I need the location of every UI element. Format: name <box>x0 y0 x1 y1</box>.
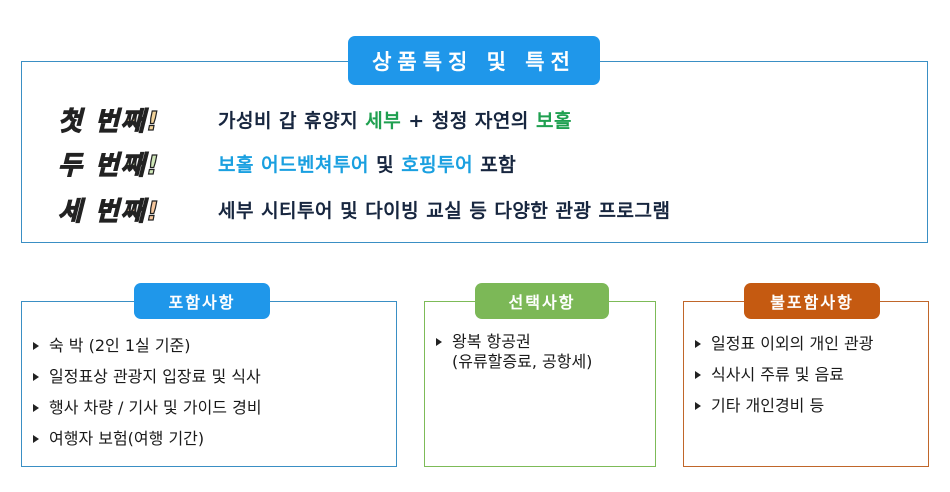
list-item: 왕복 항공권(유류할증료, 공항세) <box>436 326 592 373</box>
feature-text-3: 세부 시티투어 및 다이빙 교실 등 다양한 관광 프로그램 <box>218 199 671 222</box>
list-item: 기타 개인경비 등 <box>695 390 873 421</box>
feature-text-1: 가성비 갑 휴양지 세부 + 청정 자연의 보홀 <box>218 109 572 132</box>
list-item: 여행자 보험(여행 기간) <box>33 423 262 454</box>
optional-list: 왕복 항공권(유류할증료, 공항세) <box>436 326 592 373</box>
list-item: 일정표 이외의 개인 관광 <box>695 328 873 359</box>
feature-row-1: 첫 번째! 가성비 갑 휴양지 세부 + 청정 자연의 보홀 <box>57 99 572 139</box>
features-title-badge: 상품특징 및 특전 <box>348 36 600 85</box>
arrow-bullet-icon <box>695 402 701 410</box>
included-title-badge: 포함사항 <box>134 283 270 319</box>
feature-text-2: 보홀 어드벤쳐투어 및 호핑투어 포함 <box>218 153 517 176</box>
excluded-title-badge: 불포함사항 <box>744 283 880 319</box>
included-list: 숙 박 (2인 1실 기준) 일정표상 관광지 입장료 및 식사 행사 차량 /… <box>33 330 262 454</box>
arrow-bullet-icon <box>695 340 701 348</box>
arrow-bullet-icon <box>33 342 39 350</box>
optional-title-badge: 선택사항 <box>475 283 609 319</box>
feature-ordinal-2: 두 번째! <box>57 150 161 181</box>
list-item: 숙 박 (2인 1실 기준) <box>33 330 262 361</box>
arrow-bullet-icon <box>436 338 442 346</box>
list-item: 식사시 주류 및 음료 <box>695 359 873 390</box>
arrow-bullet-icon <box>33 435 39 443</box>
excluded-list: 일정표 이외의 개인 관광 식사시 주류 및 음료 기타 개인경비 등 <box>695 328 873 421</box>
feature-row-3: 세 번째! 세부 시티투어 및 다이빙 교실 등 다양한 관광 프로그램 <box>57 189 671 229</box>
list-item: 행사 차량 / 기사 및 가이드 경비 <box>33 392 262 423</box>
arrow-bullet-icon <box>695 371 701 379</box>
arrow-bullet-icon <box>33 373 39 381</box>
list-item: 일정표상 관광지 입장료 및 식사 <box>33 361 262 392</box>
feature-ordinal-3: 세 번째! <box>57 196 161 227</box>
feature-ordinal-1: 첫 번째! <box>57 106 161 137</box>
arrow-bullet-icon <box>33 404 39 412</box>
feature-row-2: 두 번째! 보홀 어드벤쳐투어 및 호핑투어 포함 <box>57 143 517 183</box>
